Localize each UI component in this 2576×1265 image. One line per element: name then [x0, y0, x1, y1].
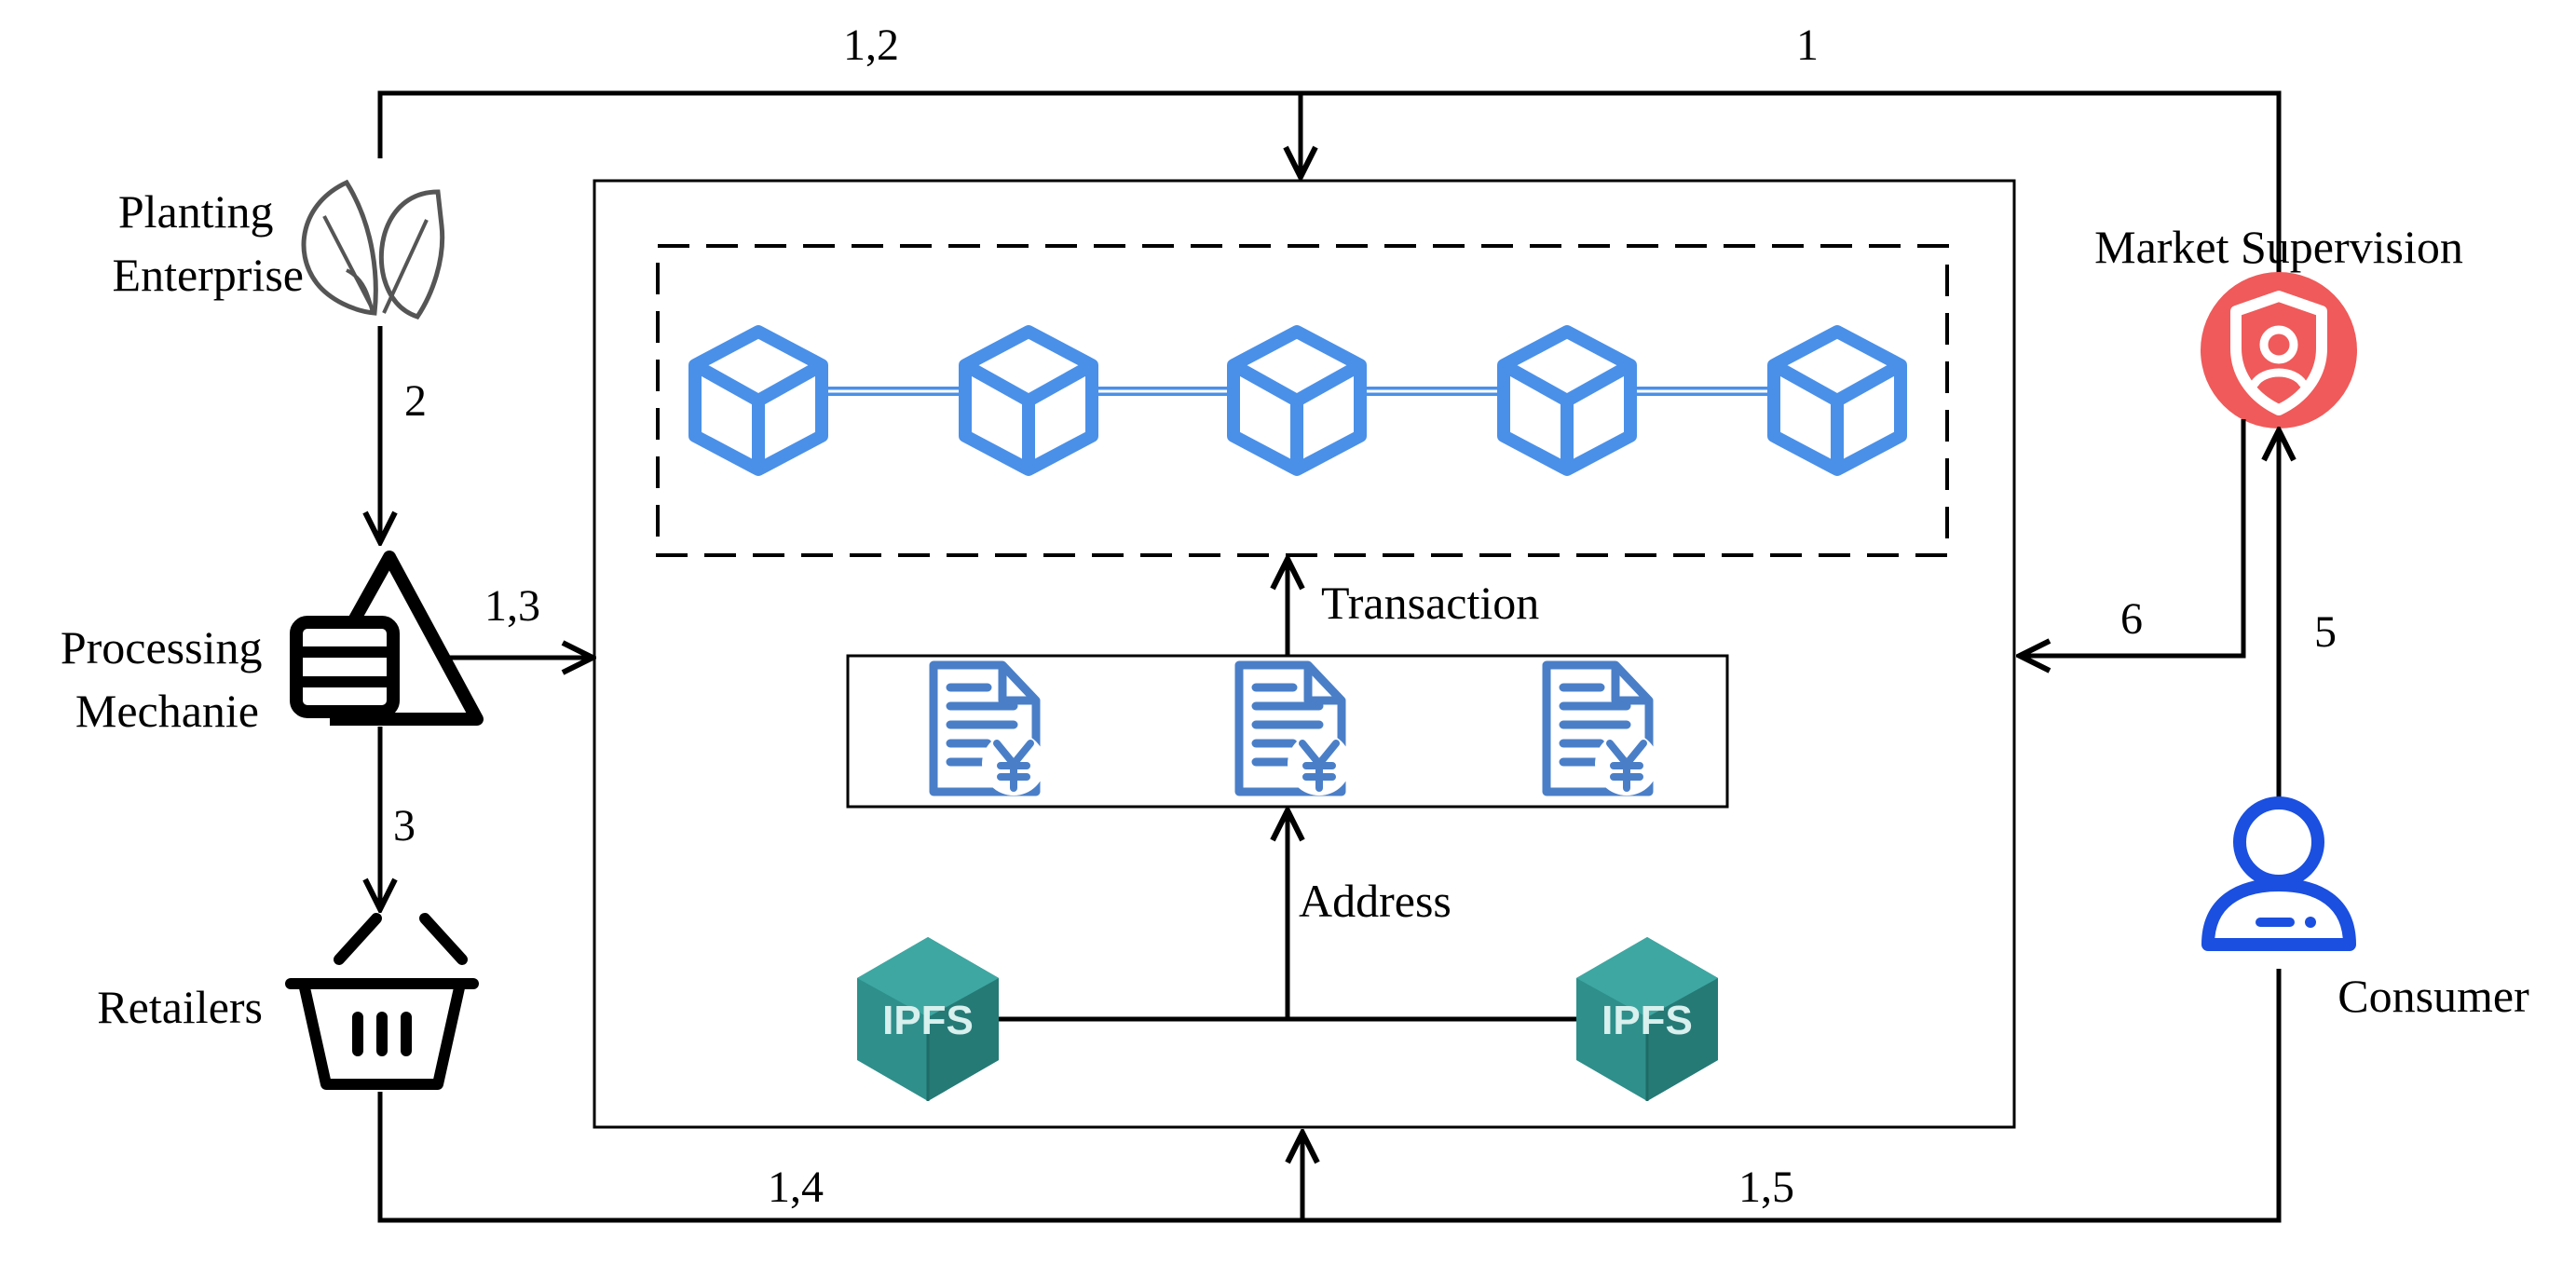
edge-label-consumer-bottom: 1,5 [1738, 1163, 1794, 1212]
retailers-label: Retailers [97, 981, 263, 1033]
transaction-doc-1-icon [934, 665, 1045, 796]
edge-label-planting-top: 1,2 [843, 20, 899, 70]
ipfs-right-label: IPFS [1601, 998, 1693, 1043]
market-supervision-shield-icon [2201, 272, 2357, 428]
consumer-person-icon [2201, 796, 2356, 951]
edge-label-consumer-market: 5 [2314, 607, 2337, 657]
ipfs-node-right: IPFS [1574, 935, 1720, 1103]
block-3-icon [1233, 332, 1360, 469]
block-5-icon [1774, 332, 1901, 469]
transaction-label: Transaction [1321, 577, 1539, 629]
retailers-basket-icon [285, 913, 479, 1090]
market-to-blockchain-arrow [2020, 419, 2246, 656]
top-connector-line [377, 90, 2282, 347]
block-2-icon [965, 332, 1092, 469]
processing-mechanie-icon [290, 551, 484, 726]
edge-label-processing-blockchain: 1,3 [484, 581, 540, 631]
ipfs-node-left: IPFS [855, 935, 1001, 1103]
planting-enterprise-label: Planting Enterprise [113, 185, 304, 301]
transaction-doc-3-icon [1547, 665, 1658, 796]
ipfs-left-label: IPFS [882, 998, 974, 1043]
edge-label-planting-processing: 2 [404, 376, 427, 426]
planting-enterprise-icon [301, 179, 445, 320]
edge-label-market-top: 1 [1796, 20, 1819, 70]
transaction-doc-2-icon [1239, 665, 1351, 796]
edge-label-retailers-bottom: 1,4 [768, 1163, 824, 1212]
edge-label-market-blockchain: 6 [2120, 594, 2143, 644]
transaction-pool-box [846, 654, 1729, 809]
edge-label-processing-retailers: 3 [393, 801, 416, 850]
address-label: Address [1299, 875, 1452, 927]
blockchain-system-frame [593, 179, 2016, 1129]
consumer-label: Consumer [2337, 970, 2529, 1022]
block-4-icon [1504, 332, 1630, 469]
block-1-icon [695, 332, 822, 469]
processing-mechanie-label: Processing Mechanie [61, 621, 274, 737]
bottom-connector-line [377, 969, 2282, 1223]
market-supervision-label: Market Supervision [2094, 221, 2463, 273]
